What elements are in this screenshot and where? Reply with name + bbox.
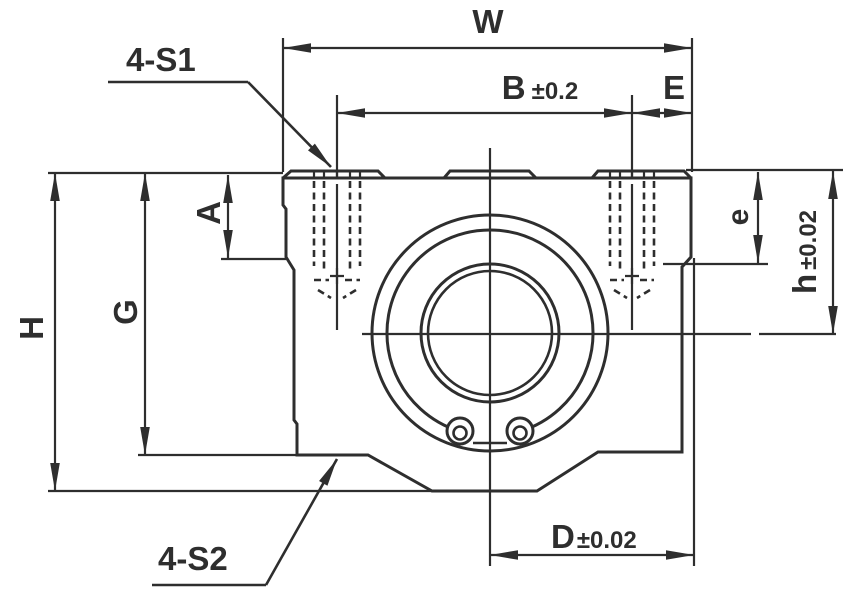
dimension-label-h-center: h±0.02 bbox=[786, 210, 823, 294]
callout-label-4s1: 4-S1 bbox=[126, 41, 196, 78]
dimension-center-height: h±0.02 bbox=[686, 168, 843, 334]
leader-arrow bbox=[264, 458, 339, 586]
ring-lug-hole-right bbox=[512, 425, 528, 441]
dimension-side-step: e bbox=[663, 172, 768, 266]
dimension-label-h-total: H bbox=[13, 316, 50, 340]
ring-lug-left bbox=[445, 416, 475, 446]
leader-arrow bbox=[247, 81, 332, 168]
dimension-overall-height: H bbox=[13, 171, 434, 493]
thread-bottom-dashed bbox=[610, 278, 654, 300]
tapped-hole-right bbox=[608, 181, 656, 330]
dimension-label-d: D±0.02 bbox=[551, 518, 637, 555]
dimension-overall-width: W bbox=[281, 3, 694, 172]
dimension-label-g: G bbox=[107, 299, 144, 325]
ring-lug-right bbox=[505, 416, 535, 446]
callout-bottom-tapped-holes: 4-S2 bbox=[152, 458, 339, 587]
dimension-label-b: B±0.2 bbox=[502, 69, 578, 106]
dimension-center-to-edge: D±0.02 bbox=[490, 258, 696, 566]
dimension-thread-depth: A bbox=[190, 175, 286, 261]
centerlines bbox=[362, 148, 836, 566]
dimension-label-a: A bbox=[190, 201, 227, 225]
dimension-label-e-side: e bbox=[722, 209, 755, 226]
dimension-bolt-spacing: B±0.2 bbox=[335, 69, 634, 178]
tapped-hole-left bbox=[312, 181, 362, 330]
dimension-label-w: W bbox=[472, 3, 504, 40]
callout-top-tapped-holes: 4-S1 bbox=[108, 41, 332, 168]
ring-lug-hole-left bbox=[452, 425, 468, 441]
callout-label-4s2: 4-S2 bbox=[158, 540, 228, 577]
dimension-label-e-top: E bbox=[663, 69, 685, 106]
dimension-base-height: G bbox=[107, 173, 300, 457]
dimension-edge-offset: E bbox=[632, 69, 692, 118]
